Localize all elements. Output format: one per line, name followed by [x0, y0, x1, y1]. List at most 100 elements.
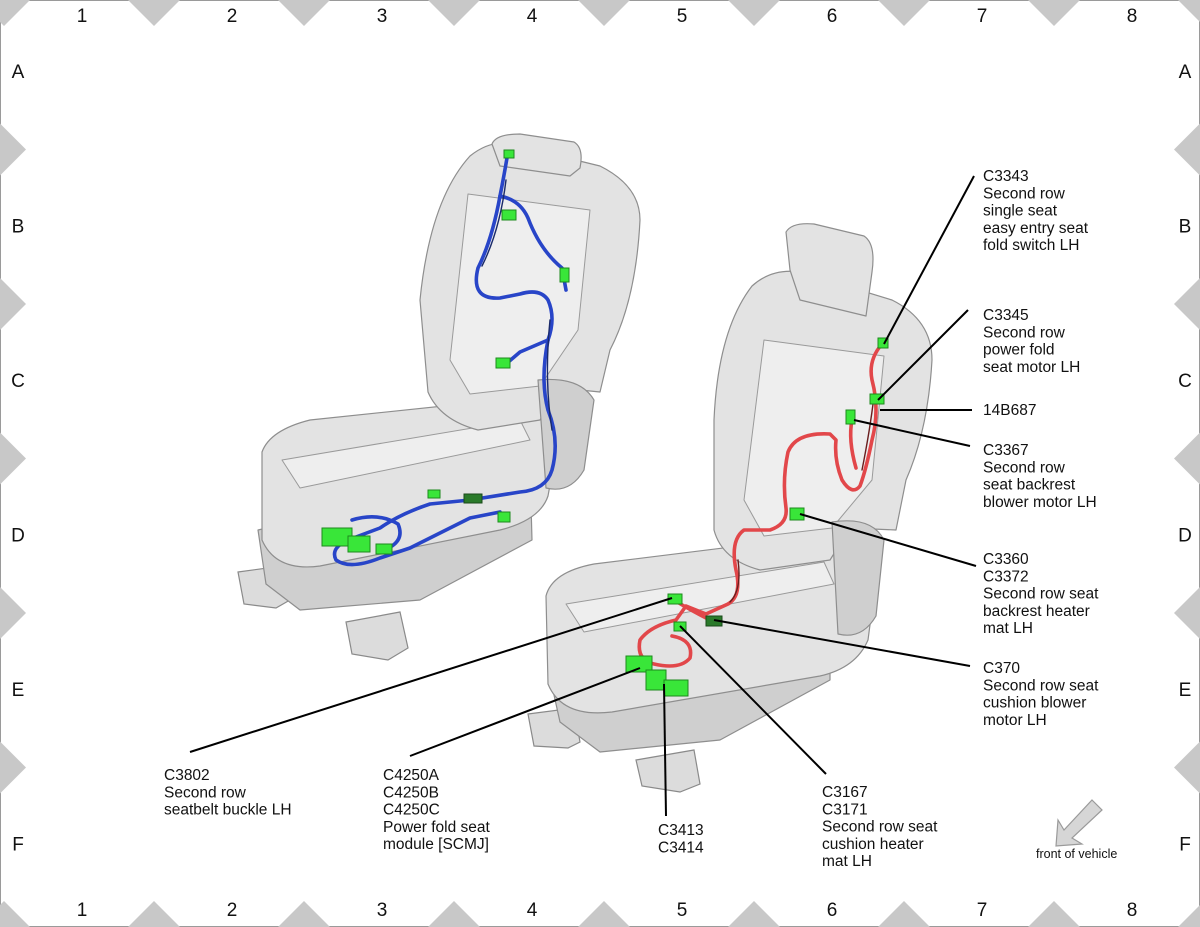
- callout-line: cushion blower: [983, 695, 1086, 712]
- callout-line: Second row: [983, 324, 1066, 341]
- callout-line: 14B687: [983, 402, 1036, 419]
- grid-marker-bottom: [1028, 901, 1080, 927]
- callout-line: C3167: [822, 784, 868, 801]
- grid-marker-bottom: [278, 901, 330, 927]
- grid-column-label-top: 4: [527, 6, 538, 27]
- grid-column-label-top: 6: [827, 6, 838, 27]
- grid-marker-top: [0, 0, 30, 26]
- callout-line: fold switch LH: [983, 237, 1079, 254]
- leader-c3360: [799, 513, 977, 567]
- callout-line: C3360: [983, 551, 1029, 568]
- callout-line: motor LH: [983, 712, 1047, 729]
- grid-marker-bottom: [578, 901, 630, 927]
- grid-marker-top: [578, 0, 630, 26]
- grid-marker-bottom: [728, 901, 780, 927]
- grid-column-label-bottom: 1: [77, 900, 88, 921]
- left-harness-branch-mid: [504, 338, 550, 366]
- right-seat-side-bolster: [831, 520, 885, 636]
- left-connector-blower: [463, 493, 483, 504]
- left-seat-rail-front: [345, 611, 409, 661]
- left-connector-front: [497, 511, 511, 523]
- grid-marker-left: [0, 741, 26, 794]
- grid-marker-left: [0, 432, 26, 485]
- callout-line: blower motor LH: [983, 494, 1097, 511]
- callout-line: Second row seat: [822, 819, 938, 836]
- grid-marker-top: [878, 0, 930, 26]
- right-seat: [527, 223, 933, 793]
- callout-line: mat LH: [983, 620, 1033, 637]
- grid-row-label-right: A: [1179, 62, 1192, 83]
- callout-line: seat motor LH: [983, 359, 1080, 376]
- grid-column-label-bottom: 3: [377, 900, 388, 921]
- callout-line: seat backrest: [983, 477, 1076, 494]
- grid-row-label-right: C: [1178, 371, 1192, 392]
- callout-line: C3414: [658, 839, 704, 856]
- callout-line: C370: [983, 660, 1020, 677]
- right-connector-module-a: [625, 655, 653, 673]
- grid-column-label-top: 2: [227, 6, 238, 27]
- right-connector-c3345: [869, 393, 885, 405]
- callout-line: single seat: [983, 203, 1058, 220]
- left-connector-mid: [495, 357, 511, 369]
- left-connector-head: [503, 149, 515, 159]
- left-connector-side: [559, 267, 570, 283]
- callout-line: module [SCMJ]: [383, 836, 489, 853]
- right-seat-headrest: [785, 223, 874, 317]
- grid-marker-bottom: [878, 901, 930, 927]
- leader-c3413: [663, 683, 667, 817]
- grid-row-label-right: F: [1179, 835, 1191, 856]
- grid-marker-bottom: [1178, 905, 1200, 927]
- right-seat-rail-front: [635, 749, 701, 793]
- grid-row-label-left: C: [11, 371, 25, 392]
- callout-line: Second row: [164, 784, 247, 801]
- grid-column-label-bottom: 8: [1127, 900, 1138, 921]
- callout-line: C3372: [983, 568, 1029, 585]
- callout-line: seatbelt buckle LH: [164, 802, 292, 819]
- grid-marker-top: [728, 0, 780, 26]
- grid-marker-bottom: [428, 901, 480, 927]
- leader-c3802: [189, 597, 673, 753]
- callout-line: Second row seat: [983, 677, 1099, 694]
- leader-c3345: [877, 309, 969, 401]
- front-of-vehicle-indicator: front of vehicle: [1036, 799, 1117, 861]
- left-harness-branch-upper: [498, 194, 568, 292]
- grid-column-label-bottom: 2: [227, 900, 238, 921]
- grid-marker-right: [1174, 741, 1200, 794]
- right-connector-module-b: [645, 669, 667, 691]
- callout-line: power fold: [983, 342, 1055, 359]
- right-connector-c3343: [877, 337, 889, 349]
- grid-marker-left: [0, 123, 26, 176]
- left-connector-module-b: [347, 535, 371, 553]
- arrow-down-left-icon: [1055, 799, 1103, 847]
- grid-column-label-top: 8: [1127, 6, 1138, 27]
- grid-marker-top: [1178, 0, 1200, 22]
- grid-marker-right: [1174, 278, 1200, 330]
- grid-marker-top: [128, 0, 180, 26]
- callout-line: Second row: [983, 185, 1066, 202]
- left-harness-shadow: [481, 179, 553, 431]
- left-connector-cushion: [427, 489, 441, 499]
- callout-line: mat LH: [822, 853, 872, 870]
- grid-row-label-left: A: [12, 62, 25, 83]
- grid-marker-left: [0, 278, 26, 330]
- left-seat: [237, 133, 641, 661]
- right-connector-c3367: [845, 409, 856, 425]
- callout-line: C3343: [983, 168, 1029, 185]
- left-seat-headrest: [491, 133, 582, 177]
- grid-column-label-top: 5: [677, 6, 688, 27]
- grid-column-label-top: 1: [77, 6, 88, 27]
- grid-row-label-right: E: [1179, 680, 1192, 701]
- callout-line: Second row: [983, 459, 1066, 476]
